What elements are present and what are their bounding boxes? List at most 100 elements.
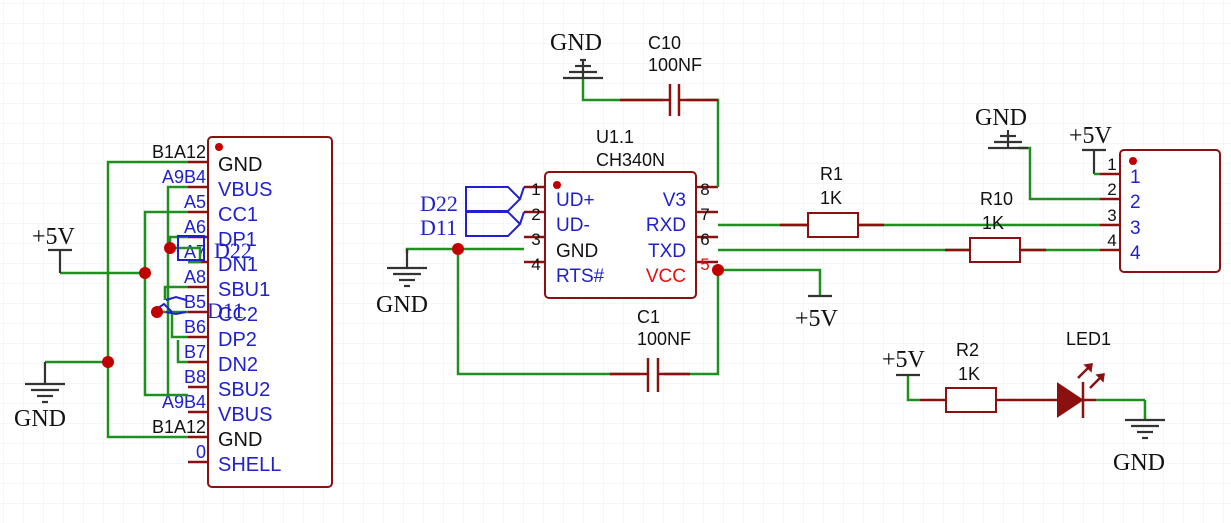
ic-pin-name: V3 [663,190,686,211]
ic-pin-number: 6 [700,230,709,249]
usb-pin-name: SBU1 [218,279,270,301]
gnd-left[interactable]: GND [14,362,66,432]
usb-pin-name: DP2 [218,329,257,351]
usb-pin-number: B5 [184,292,206,312]
pin1-marker [215,143,223,151]
header-pin-number: 1 [1107,155,1116,174]
gnd-header[interactable]: GND [975,105,1028,150]
usb-pin-name: SBU2 [218,379,270,401]
resistor-r1[interactable]: R1 1K [780,164,884,238]
led-triangle [1057,382,1084,418]
ic-net-label-d11: D11 [420,215,457,240]
header-connector[interactable]: 1 2 3 4 1 2 3 4 [1100,149,1221,273]
usb-pin-name: VBUS [218,404,272,426]
gnd-top[interactable]: GND [550,30,603,80]
usb-pin-name: CC2 [218,304,258,326]
cap-value: 100NF [648,55,702,75]
gnd-label: GND [14,406,66,432]
resistor-value: 1K [820,188,842,208]
ic-pin-number: 4 [531,255,540,274]
junction-dot [452,243,464,255]
led-arrowhead [1083,363,1093,373]
gnd-label: GND [550,30,602,56]
header-pin-name: 2 [1130,192,1141,213]
header-body[interactable] [1119,149,1221,273]
cap-ref: C10 [648,33,681,53]
usb-pin-number: B1A12 [152,417,206,437]
led1[interactable]: LED1 [1022,329,1111,418]
ic-pin-name: UD+ [556,190,595,211]
usb-net-label-d22: D22 [214,238,252,263]
usb-connector[interactable]: GND VBUS CC1 DP1 DN1 SBU1 CC2 DP2 DN2 SB… [152,136,333,488]
junction-dot [164,242,176,254]
capacitor-c10[interactable]: C10 100NF [620,33,718,116]
ic-pin-name: GND [556,241,598,262]
ic-pin-name: TXD [648,241,686,262]
power-5v-label: +5V [32,224,76,250]
ic-pin-number: 5 [700,255,709,274]
led-arrowhead [1095,373,1105,383]
ic-pin-number: 7 [700,205,709,224]
ic-pin-name: RTS# [556,266,605,287]
usb-pin-name: CC1 [218,204,258,226]
junction-dot [712,264,724,276]
ic-net-label-d22: D22 [420,191,458,216]
gnd-label: GND [975,105,1027,131]
ch340n-ic[interactable]: U1.1 CH340N UD+ UD- GND RTS# V3 RXD TXD … [524,127,718,299]
gnd-label: GND [376,292,428,318]
power-5v-left[interactable]: +5V [32,224,76,273]
ic-pin-stubs [524,185,718,264]
ic-net-flags [465,186,525,237]
power-5v-label: +5V [1069,123,1113,149]
usb-pin-name: DN1 [218,254,258,276]
gnd-led[interactable]: GND [1113,418,1165,476]
gnd-ic[interactable]: GND [376,249,428,318]
pin1-marker [553,181,561,189]
header-pin-name: 4 [1130,243,1141,264]
header-pin-name: 1 [1130,167,1141,188]
ic-ref: U1.1 [596,127,634,147]
usb-pin-number: B8 [184,367,206,387]
usb-pin-name: GND [218,154,262,176]
junction-dot [102,356,114,368]
usb-net-label-d11: D11 [207,298,244,323]
power-5v-led[interactable]: +5V [882,347,926,377]
power-5v-label: +5V [795,306,839,332]
usb-pin-name: SHELL [218,454,281,476]
power-5v-vcc[interactable]: +5V [795,294,839,332]
power-5v-label: +5V [882,347,926,373]
usb-pin-name: VBUS [218,179,272,201]
ic-pin-number: 1 [531,180,540,199]
header-pin-number: 3 [1107,206,1116,225]
ic-pin-number: 2 [531,205,540,224]
junction-dot [139,267,151,279]
usb-pin-number: B1A12 [152,142,206,162]
header-pin-number: 4 [1107,231,1116,250]
resistor-r2[interactable]: R2 1K [920,340,1022,413]
cap-value: 100NF [637,329,691,349]
usb-pin-number: 0 [196,442,206,462]
resistor-value: 1K [982,213,1004,233]
ic-pin-number: 8 [700,180,709,199]
resistor-ref: R10 [980,189,1013,209]
resistor-r10[interactable]: R10 1K [945,189,1046,263]
usb-pin-name: DP1 [218,229,257,251]
usb-pin-name: DN2 [218,354,258,376]
ic-pin-number: 3 [531,230,540,249]
gnd-label: GND [1113,450,1165,476]
junction-dot [151,306,163,318]
cap-ref: C1 [637,307,660,327]
ch340n-body[interactable] [544,171,697,299]
usb-pin-number: A5 [184,192,206,212]
led-ref: LED1 [1066,329,1111,349]
header-pin-name: 3 [1130,218,1141,239]
capacitor-c1[interactable]: C1 100NF [610,307,691,392]
power-5v-header[interactable]: +5V [1069,123,1113,176]
resistor-ref: R1 [820,164,843,184]
resistor-value: 1K [958,364,980,384]
usb-pin-number: A6 [184,217,206,237]
resistor-ref: R2 [956,340,979,360]
usb-pin-number: A8 [184,267,206,287]
usb-wires [45,160,202,439]
